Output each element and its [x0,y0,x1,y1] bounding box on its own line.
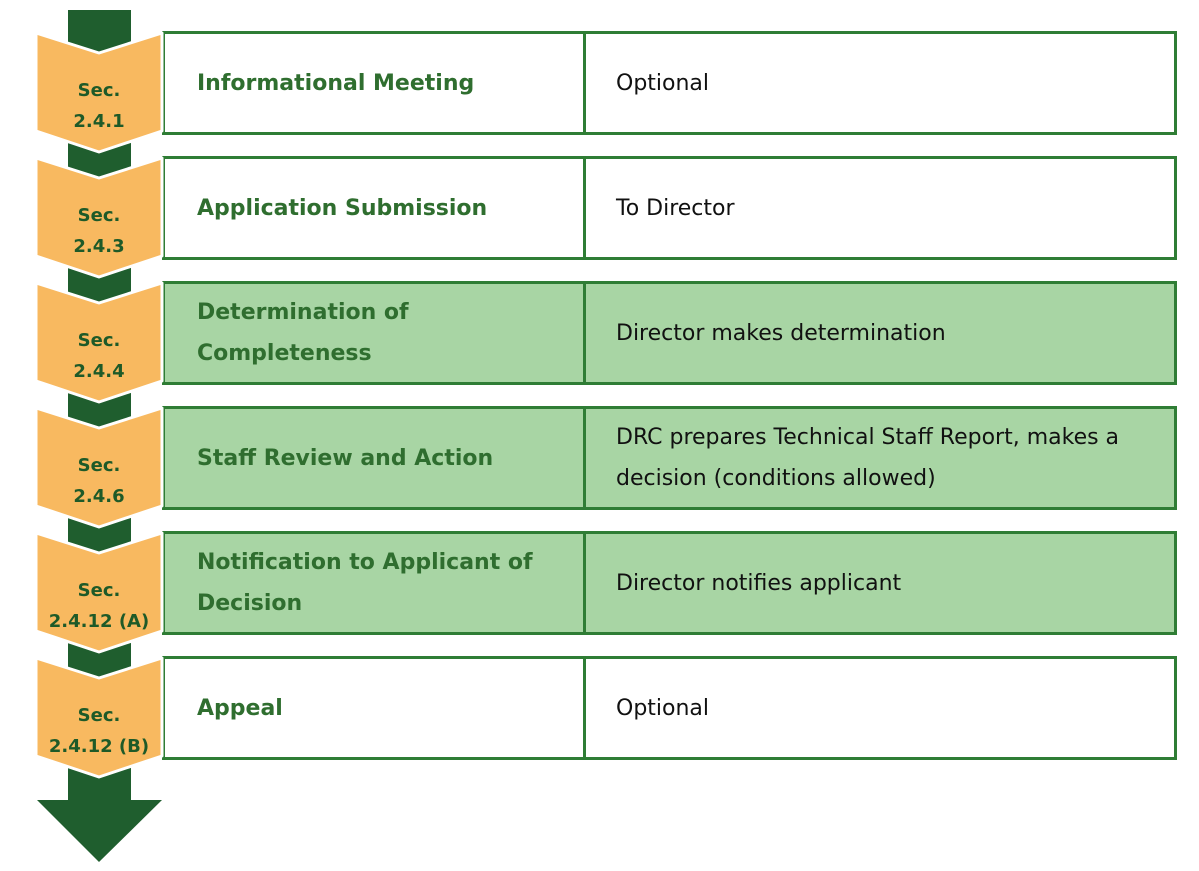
step-name: Notification to Applicant of Decision [197,550,533,616]
section-label: Sec. [77,705,121,726]
chevron-polygon [34,656,164,779]
step-row: Informational Meeting Optional Sec. 2.4.1 [0,31,1199,154]
chevron-polygon [34,156,164,279]
step-detail-cell: Optional [583,656,1177,760]
section-code: 2.4.3 [73,236,125,257]
step-detail-cell: Director notifies applicant [583,531,1177,635]
step-row: Notification to Applicant of Decision Dir… [0,531,1199,654]
section-number: Sec. 2.4.12 (B) [34,700,164,762]
step-detail: Director makes determination [616,320,946,346]
chevron-shape [34,656,164,779]
step-row: Application Submission To Director Sec. 2.4… [0,156,1199,279]
step-detail: Director notifies applicant [616,570,902,596]
section-number: Sec. 2.4.1 [34,75,164,137]
step-name-cell: Notification to Applicant of Decision [162,531,587,635]
chevron-shape [34,31,164,154]
step-detail-cell: DRC prepares Technical Staff Report, mak… [583,406,1177,510]
chevron-polygon [34,531,164,654]
step-detail-cell: Director makes determination [583,281,1177,385]
flow-arrowhead [37,800,162,862]
step-name-cell: Application Submission [162,156,587,260]
step-row: Staff Review and Action DRC prepares Tech… [0,406,1199,529]
section-badge: Sec. 2.4.12 (A) [34,531,164,655]
section-number: Sec. 2.4.12 (A) [34,575,164,637]
section-label: Sec. [77,580,121,601]
chevron-shape [34,406,164,529]
section-code: 2.4.12 (B) [48,736,150,757]
section-label: Sec. [77,205,121,226]
step-name: Appeal [197,695,283,721]
step-name: Staff Review and Action [197,445,494,471]
section-number: Sec. 2.4.4 [34,325,164,387]
section-label: Sec. [77,330,121,351]
section-number: Sec. 2.4.3 [34,200,164,262]
step-detail: Optional [616,695,710,721]
step-row: Appeal Optional Sec. 2.4.12 (B) [0,656,1199,779]
section-code: 2.4.4 [73,361,125,382]
section-code: 2.4.1 [73,111,125,132]
step-detail: To Director [616,195,735,221]
section-code: 2.4.12 (A) [48,611,150,632]
section-badge: Sec. 2.4.3 [34,156,164,280]
section-badge: Sec. 2.4.12 (B) [34,656,164,780]
step-detail-cell: Optional [583,31,1177,135]
section-code: 2.4.6 [73,486,125,507]
step-name: Application Submission [197,195,488,221]
step-name-cell: Appeal [162,656,587,760]
chevron-shape [34,531,164,654]
section-label: Sec. [77,455,121,476]
step-name: Determination of Completeness [197,300,409,366]
step-detail-cell: To Director [583,156,1177,260]
step-name-cell: Determination of Completeness [162,281,587,385]
chevron-polygon [34,281,164,404]
chevron-shape [34,156,164,279]
step-detail: DRC prepares Technical Staff Report, mak… [616,425,1120,491]
chevron-polygon [34,406,164,529]
section-badge: Sec. 2.4.6 [34,406,164,530]
step-detail: Optional [616,70,710,96]
chevron-shape [34,281,164,404]
step-name-cell: Staff Review and Action [162,406,587,510]
step-name: Informational Meeting [197,70,475,96]
section-badge: Sec. 2.4.4 [34,281,164,405]
step-row: Determination of Completeness Director ma… [0,281,1199,404]
section-number: Sec. 2.4.6 [34,450,164,512]
step-name-cell: Informational Meeting [162,31,587,135]
chevron-polygon [34,31,164,154]
section-badge: Sec. 2.4.1 [34,31,164,155]
section-label: Sec. [77,80,121,101]
